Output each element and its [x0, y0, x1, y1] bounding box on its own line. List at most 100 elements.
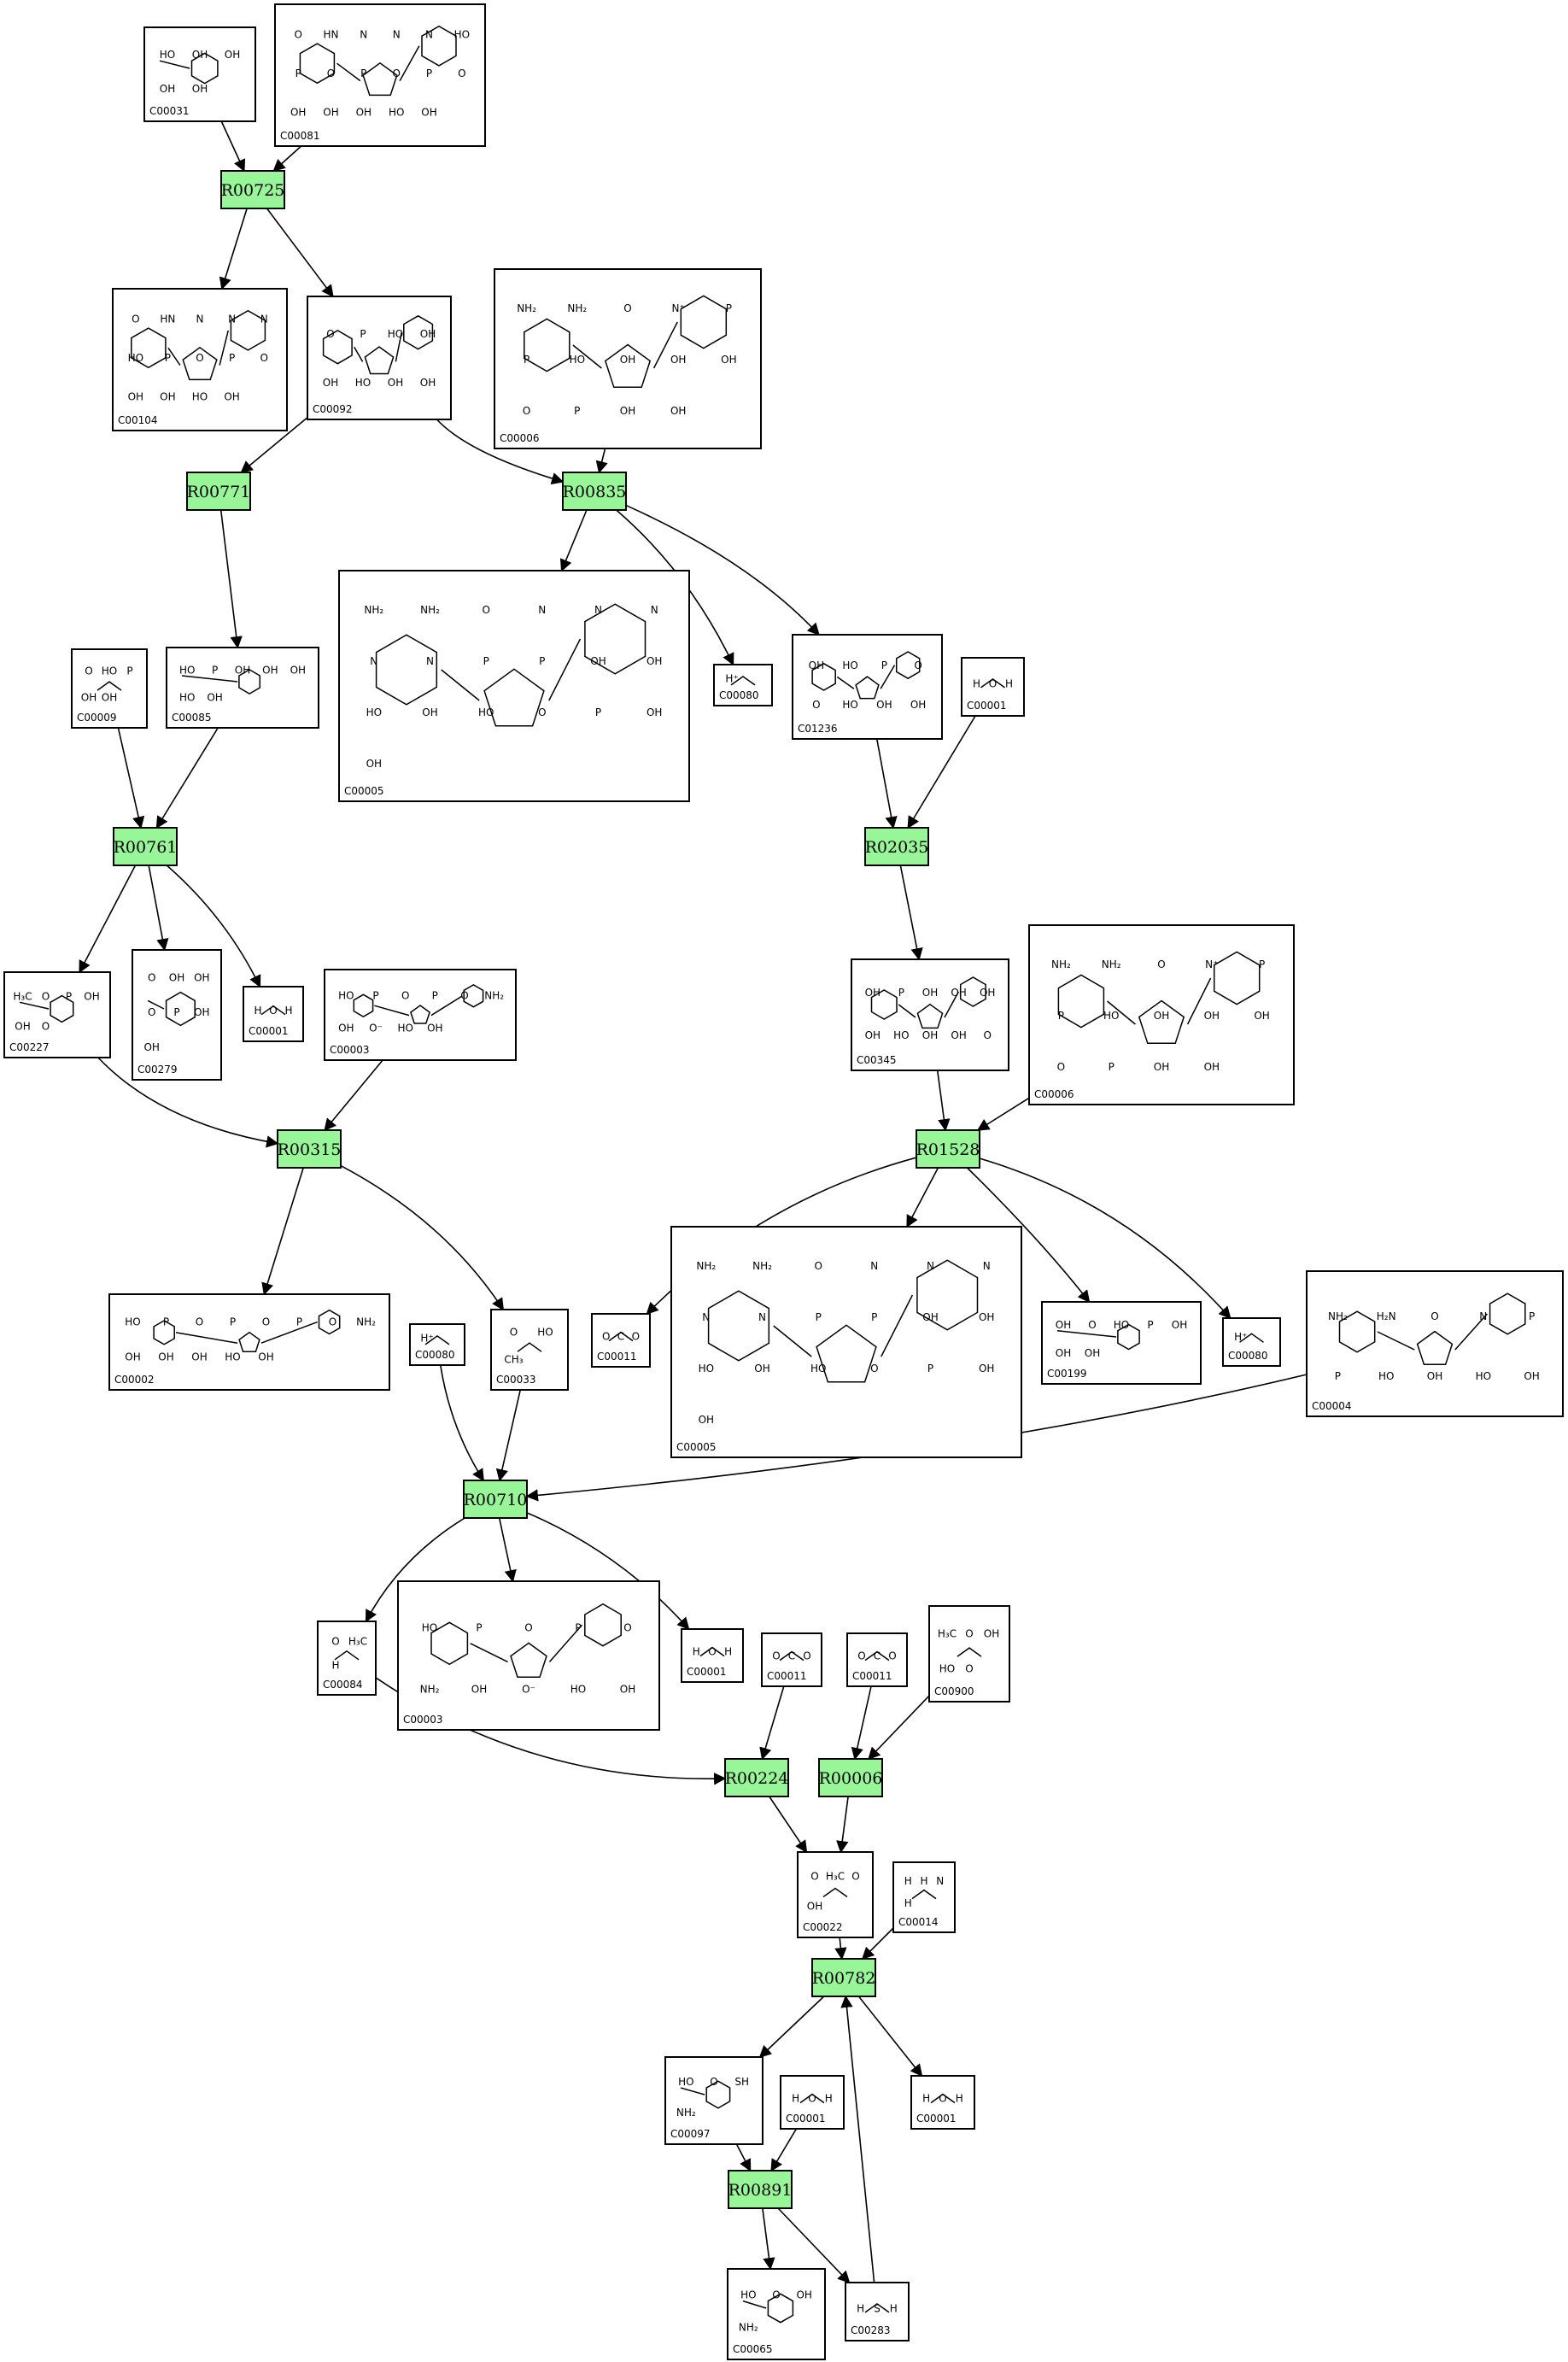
reaction-R00006[interactable]: R00006: [818, 1758, 883, 1797]
compound-box[interactable]: [713, 664, 773, 706]
compound-box[interactable]: [397, 1580, 660, 1731]
reaction-box[interactable]: [864, 827, 929, 866]
reaction-box[interactable]: [562, 472, 627, 511]
compound-C00080[interactable]: H⁺C00080: [409, 1323, 465, 1366]
reaction-R00725[interactable]: R00725: [220, 170, 285, 209]
compound-box[interactable]: [494, 268, 762, 449]
compound-box[interactable]: [132, 949, 222, 1081]
reaction-R01528[interactable]: R01528: [916, 1129, 980, 1169]
compound-box[interactable]: [727, 2268, 826, 2360]
compound-box[interactable]: [71, 648, 148, 729]
compound-box[interactable]: [1041, 1301, 1202, 1385]
compound-box[interactable]: [166, 647, 319, 729]
reaction-box[interactable]: [728, 2170, 793, 2209]
reaction-R00891[interactable]: R00891: [728, 2170, 793, 2209]
compound-box[interactable]: [3, 971, 111, 1058]
compound-box[interactable]: [846, 1632, 908, 1687]
reaction-box[interactable]: [818, 1758, 883, 1797]
compound-box[interactable]: [324, 969, 517, 1061]
compound-box[interactable]: [317, 1621, 377, 1696]
compound-box[interactable]: [780, 2075, 845, 2130]
compound-box[interactable]: [664, 2056, 764, 2145]
compound-C00080[interactable]: H⁺C00080: [713, 664, 773, 706]
compound-box[interactable]: [961, 657, 1025, 717]
reaction-box[interactable]: [916, 1129, 980, 1169]
compound-box[interactable]: [307, 296, 452, 420]
compound-box[interactable]: [243, 986, 304, 1042]
reaction-R00761[interactable]: R00761: [113, 827, 178, 866]
reaction-box[interactable]: [463, 1480, 528, 1519]
atom-label: P: [163, 1316, 169, 1328]
compound-box[interactable]: [761, 1632, 822, 1687]
compound-box[interactable]: [143, 26, 256, 122]
compound-box[interactable]: [1028, 924, 1295, 1105]
compound-box[interactable]: [892, 1861, 956, 1933]
reaction-R00315[interactable]: R00315: [277, 1129, 342, 1169]
reaction-R00782[interactable]: R00782: [811, 1958, 876, 1997]
compound-box[interactable]: [1306, 1270, 1564, 1417]
compound-box[interactable]: [409, 1323, 465, 1366]
compound-box[interactable]: [1222, 1317, 1281, 1367]
compound-box[interactable]: [681, 1628, 744, 1683]
compound-box[interactable]: [910, 2075, 975, 2130]
compound-box[interactable]: [112, 288, 288, 431]
reaction-R02035[interactable]: R02035: [864, 827, 929, 866]
reaction-box[interactable]: [186, 472, 251, 511]
compound-box[interactable]: [591, 1313, 651, 1368]
compound-box[interactable]: [338, 570, 690, 802]
compound-box[interactable]: [274, 3, 486, 147]
reaction-R00771[interactable]: R00771: [186, 472, 251, 511]
compound-box[interactable]: [108, 1293, 390, 1391]
compound-box[interactable]: [797, 1851, 874, 1938]
reaction-R00710[interactable]: R00710: [463, 1480, 528, 1519]
compound-box[interactable]: [670, 1226, 1022, 1458]
reaction-box[interactable]: [811, 1958, 876, 1997]
compound-C00080[interactable]: H⁺C00080: [1222, 1317, 1281, 1367]
reaction-box[interactable]: [724, 1758, 789, 1797]
compound-box[interactable]: [490, 1309, 569, 1391]
reaction-R00835[interactable]: R00835: [562, 472, 627, 511]
reaction-box[interactable]: [277, 1129, 342, 1169]
reaction-R00224[interactable]: R00224: [724, 1758, 789, 1797]
compound-box[interactable]: [845, 2282, 910, 2341]
atom-label: OH: [754, 1363, 769, 1374]
reaction-box[interactable]: [113, 827, 178, 866]
compound-box[interactable]: [928, 1605, 1010, 1703]
reaction-box[interactable]: [220, 170, 285, 209]
